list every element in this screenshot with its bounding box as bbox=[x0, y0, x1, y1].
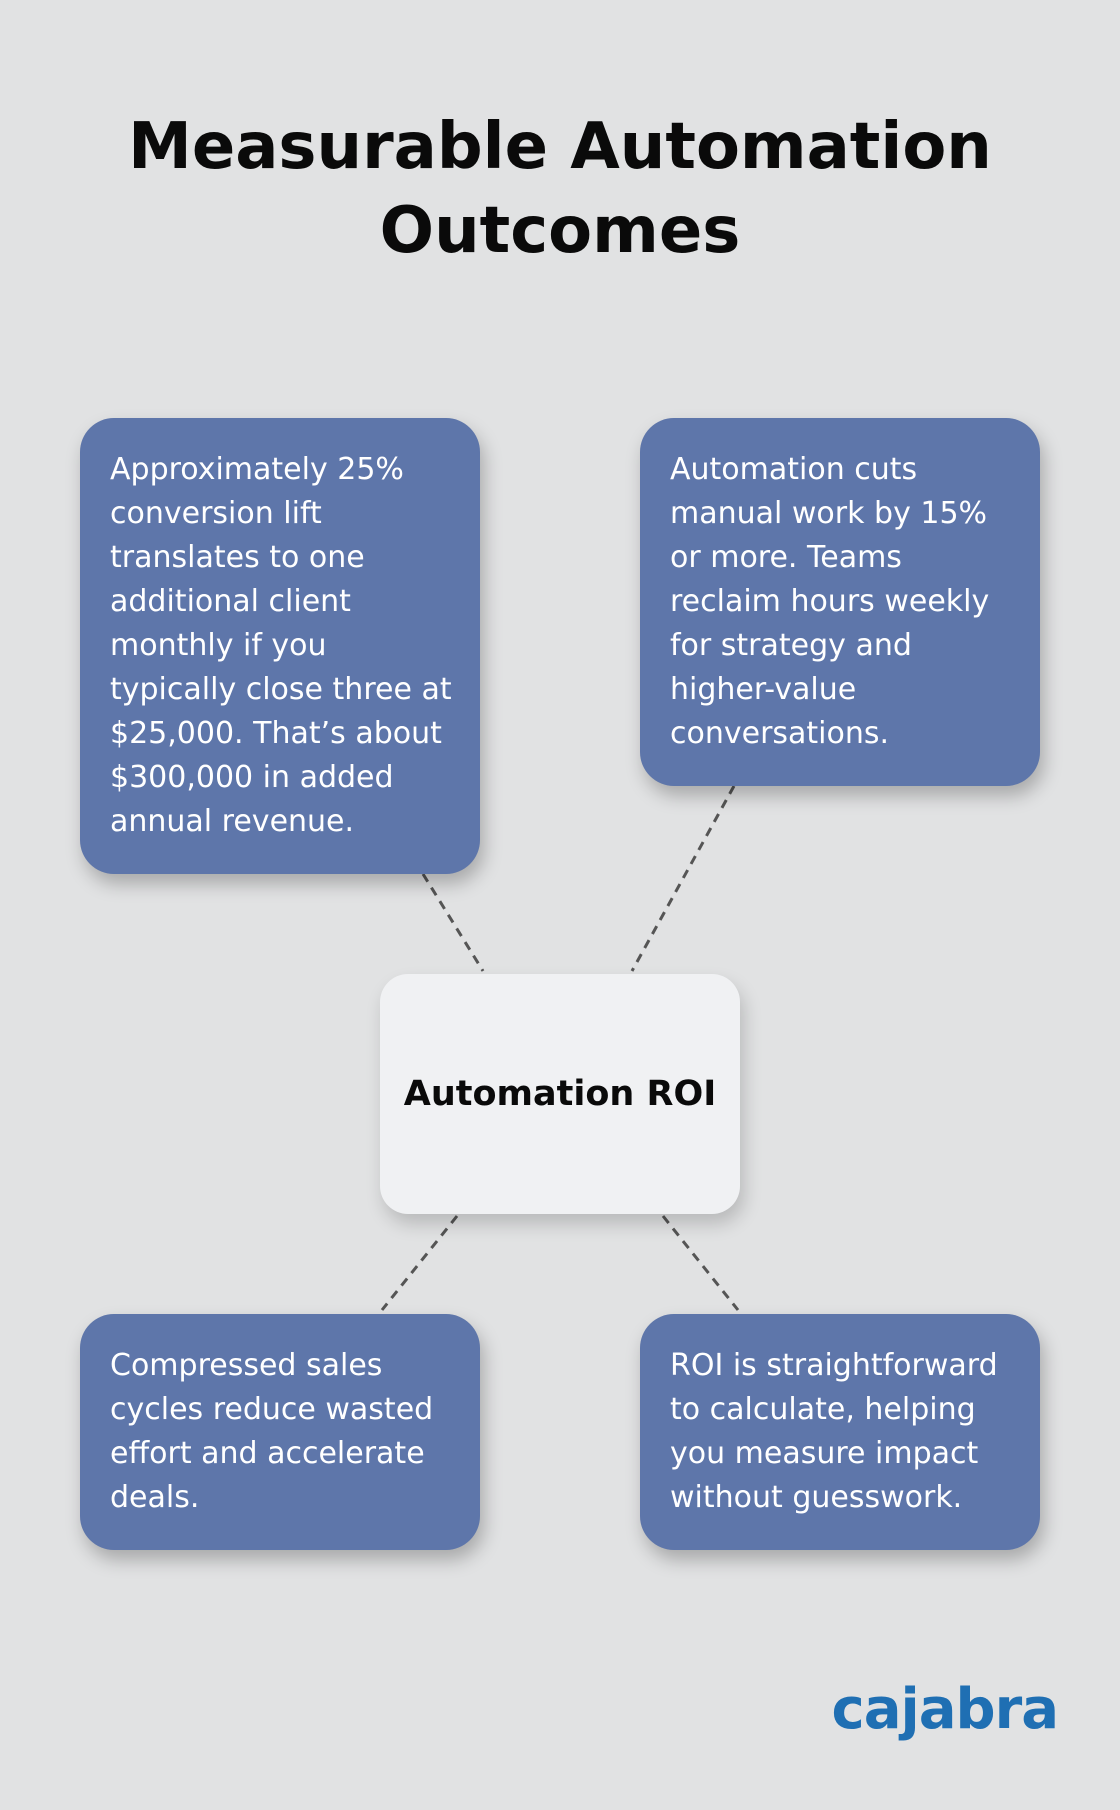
connector-top-left bbox=[421, 873, 485, 972]
cajabra-logo: cajabra bbox=[832, 1677, 1059, 1742]
card-manual-work: Automation cuts manual work by 15% or mo… bbox=[640, 418, 1040, 786]
card-sales-cycles: Compressed sales cycles reduce wasted ef… bbox=[80, 1314, 480, 1550]
card-roi-calculation: ROI is straightforward to calculate, hel… bbox=[640, 1314, 1040, 1550]
connector-bottom-right bbox=[661, 1215, 740, 1311]
logo-text: cajabra bbox=[832, 1677, 1058, 1742]
center-node: Automation ROI bbox=[380, 974, 740, 1214]
title-line-1: Measurable Automation bbox=[128, 110, 992, 184]
title-line-2: Outcomes bbox=[379, 194, 741, 268]
page-title: Measurable Automation Outcomes bbox=[0, 105, 1120, 273]
center-label: Automation ROI bbox=[403, 1074, 717, 1114]
connector-top-right bbox=[630, 785, 736, 972]
connector-bottom-left bbox=[380, 1215, 459, 1311]
card-conversion-lift: Approximately 25% conversion lift transl… bbox=[80, 418, 480, 874]
